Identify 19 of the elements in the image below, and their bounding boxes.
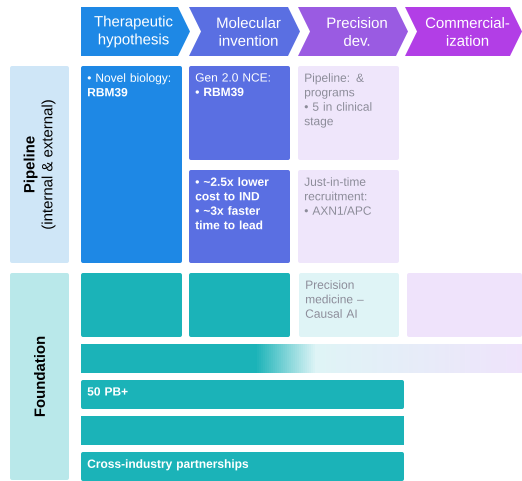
bar: 50 PB+ xyxy=(81,380,404,409)
bar: Cross-industry partnerships xyxy=(81,452,404,481)
stage-header: Commercial-ization xyxy=(405,7,522,56)
stage-header: Precision dev. xyxy=(298,7,408,56)
stage-header: Molecular invention xyxy=(189,7,300,56)
text-box: • Novel biology: RBM39 xyxy=(81,66,182,263)
band: Foundation xyxy=(10,273,69,480)
bar xyxy=(81,344,522,373)
text-box: Precision medicine – Causal AI xyxy=(299,273,399,337)
text-box: Pipeline: & programs • 5 in clinical stage xyxy=(298,66,399,160)
empty-box xyxy=(81,273,182,337)
empty-box xyxy=(407,273,522,337)
stage-header: Therapeutic hypothesis xyxy=(81,7,190,56)
text-box: Gen 2.0 NCE: • RBM39 xyxy=(189,66,290,160)
text-box: • ~2.5x lower cost to IND • ~3x faster time to lead xyxy=(189,170,290,263)
bar xyxy=(81,416,404,445)
band: Pipeline (internal & external) xyxy=(10,66,69,263)
empty-box xyxy=(189,273,290,337)
text-box: Just-in-time recruitment: • AXN1/APC xyxy=(298,170,399,263)
